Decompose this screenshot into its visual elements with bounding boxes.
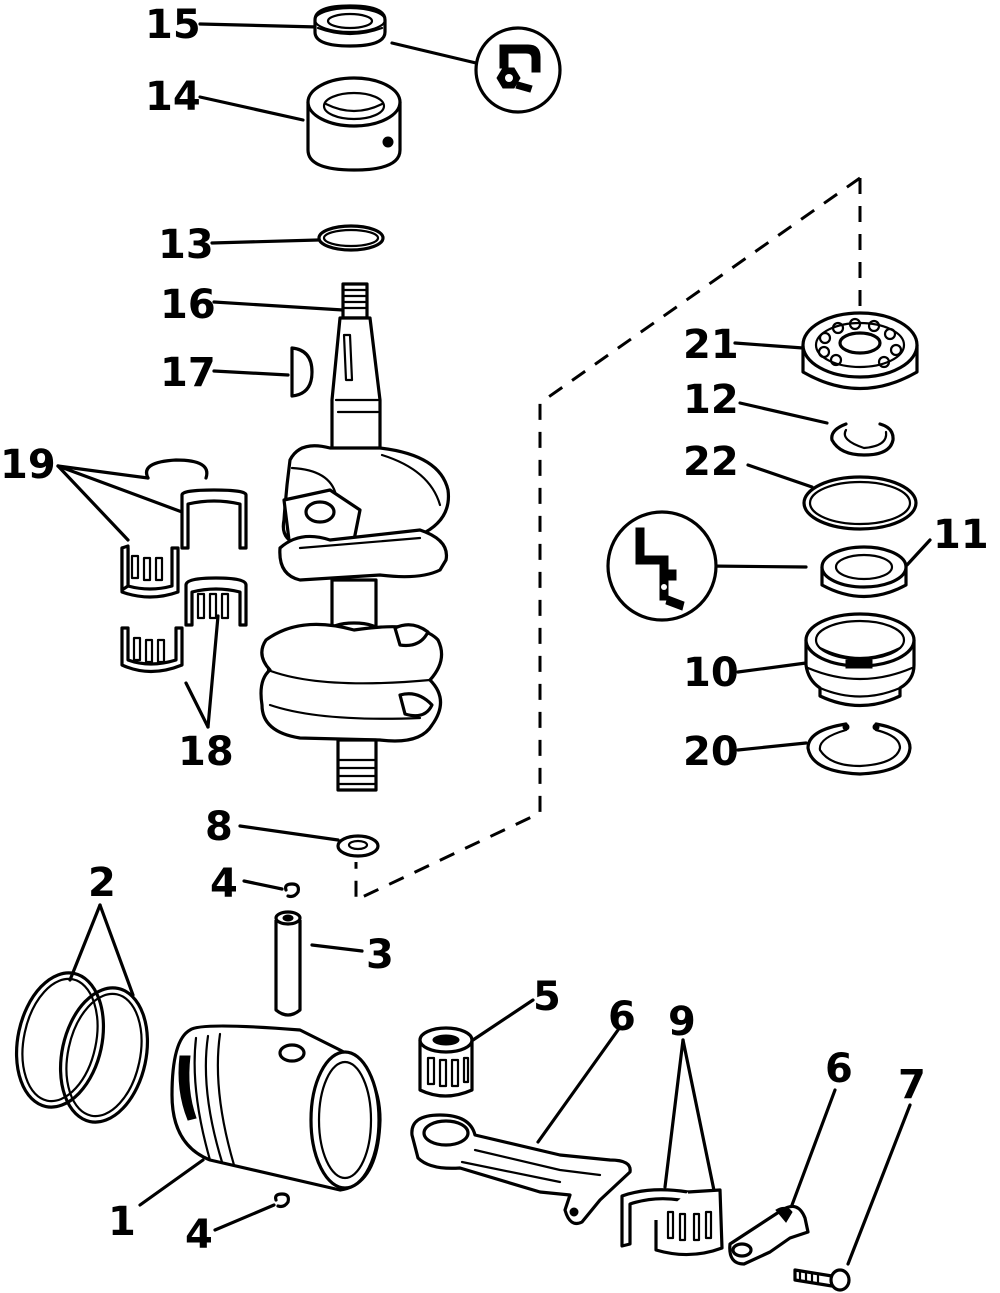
part-4-clip-top [284,882,300,899]
part-18-needle-bearings [120,576,248,674]
callout-16: 16 [160,282,216,328]
callout-15: 15 [145,2,201,48]
part-4-clip-bottom [274,1192,290,1209]
callout-17: 17 [160,350,216,396]
part-13-ring [317,224,385,252]
part-2-piston-rings [14,971,150,1124]
part-10-bearing-retainer [804,612,916,708]
callout-6-cap: 6 [825,1046,853,1092]
grease-symbol-icon [606,510,718,622]
callout-4-top: 4 [210,861,238,907]
callout-6-rod: 6 [608,994,636,1040]
callout-21: 21 [683,322,739,368]
part-19-bearing-set [120,458,248,599]
part-9-cage-bearings [620,1188,724,1257]
callout-9: 9 [668,999,696,1045]
part-12-snap-ring [830,422,895,457]
part-20-snap-ring [806,722,912,776]
part-16-crankshaft [259,282,451,792]
callout-7: 7 [898,1062,926,1108]
part-17-key [290,346,314,398]
part-5-needle-bearing [418,1026,474,1098]
part-22-o-ring [802,475,918,531]
callout-10: 10 [683,650,739,696]
callout-13: 13 [158,222,214,268]
callout-2: 2 [88,860,116,906]
callout-12: 12 [683,377,739,423]
callout-18: 18 [178,729,234,775]
callout-4-bottom: 4 [185,1212,213,1258]
callout-14: 14 [145,74,201,120]
alignment-dashed-path [354,176,862,903]
part-15-oil-seal [313,4,387,48]
callout-1: 1 [108,1199,136,1245]
callout-labels: 15 14 13 16 17 19 18 8 4 3 2 1 4 5 6 9 6… [0,2,989,1258]
callout-8: 8 [205,804,233,850]
part-6-connecting-rod [410,1113,632,1226]
callout-19: 19 [0,442,56,488]
callout-11: 11 [933,512,989,558]
part-11-seal [820,545,908,599]
sealant-symbol-icon [474,26,562,114]
part-1-piston [170,1024,382,1192]
part-8-washer [336,834,380,858]
callout-22: 22 [683,439,739,485]
callout-20: 20 [683,729,739,775]
part-7-screw [793,1268,851,1292]
callout-3: 3 [366,932,394,978]
part-6-rod-cap [728,1204,810,1266]
part-21-ball-bearing [801,311,919,391]
part-14-bearing-housing [306,76,402,172]
leader-lines [56,22,932,1266]
part-3-piston-pin [274,910,302,1017]
callout-5: 5 [533,974,561,1020]
